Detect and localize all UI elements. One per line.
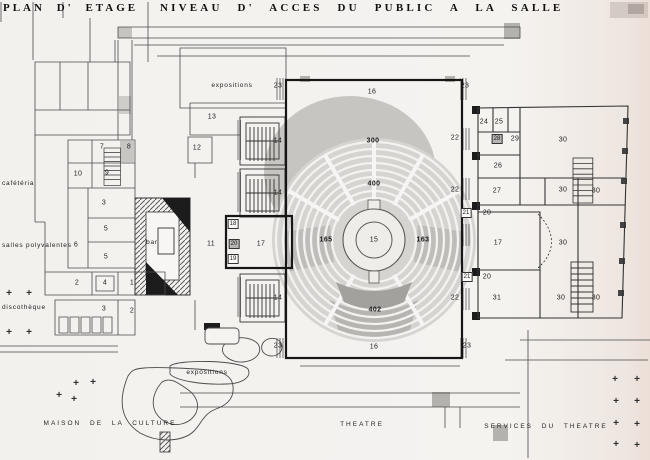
plan-subtitle: NIVEAU D' ACCES DU PUBLIC A LA SALLE [160,2,564,14]
plan-title: PLAN D' ETAGE [3,2,139,14]
